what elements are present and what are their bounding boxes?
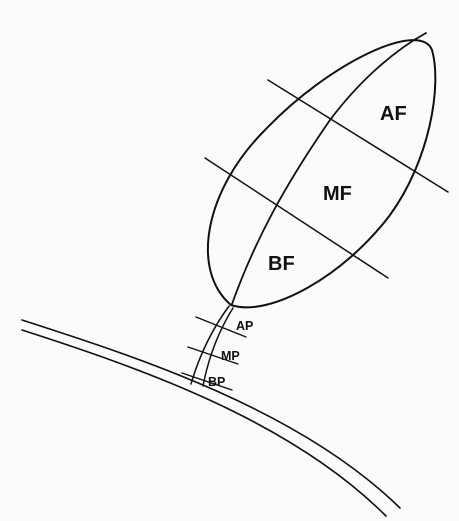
leaf-label-basal: BF xyxy=(268,253,295,275)
leaf-midrib xyxy=(232,33,426,304)
leaf-label-apical: AF xyxy=(380,103,407,125)
petiole-label-basal: BP xyxy=(208,375,225,389)
stem xyxy=(22,320,400,516)
leaf-blade-outline xyxy=(208,40,435,307)
leaf-label-middle: MF xyxy=(323,183,352,205)
petiole-label-apical: AP xyxy=(236,319,253,333)
leaf-divider-basal xyxy=(205,158,388,278)
petiole-label-middle: MP xyxy=(221,349,240,363)
